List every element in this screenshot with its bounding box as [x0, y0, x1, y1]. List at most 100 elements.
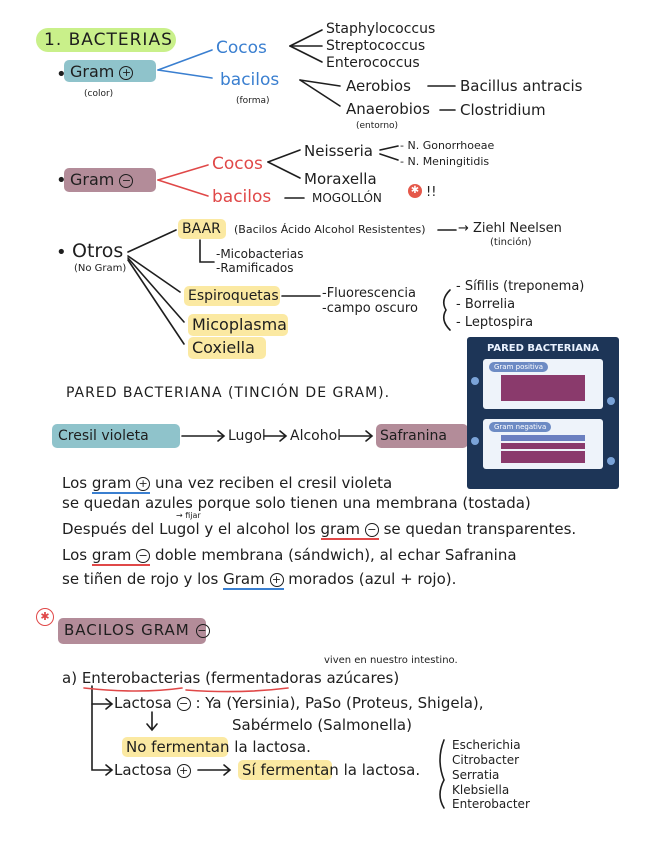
pared-title: PARED BACTERIANA (TINCIÓN DE GRAM). [66, 386, 390, 400]
minus-circle-icon: − [136, 549, 150, 563]
gram-pos-chip: Gram positiva [489, 362, 548, 372]
lactosa-neg: Lactosa [114, 694, 172, 712]
lactosa-neg-list: : Ya (Yersinia), PaSo (Proteus, Shigela)… [195, 694, 483, 712]
clostridium: Clostridium [460, 103, 546, 118]
p4-c: doble membrana (sándwich), al echar Safr… [155, 546, 517, 564]
star-icon: ✱ [408, 184, 422, 198]
lactosa-pos-line: Lactosa + [114, 763, 191, 778]
si-fermentan-line: Sí fermentan la lactosa. [242, 763, 420, 778]
plus-circle-icon: + [136, 477, 150, 491]
campo-oscuro: -campo oscuro [322, 302, 418, 315]
baar: BAAR [182, 222, 221, 236]
staphylococcus: Staphylococcus [326, 22, 435, 36]
enterococcus: Enterococcus [326, 56, 420, 70]
gram-pos-ref: Gram + [223, 570, 283, 590]
mogollon: MOGOLLÓN [312, 192, 382, 204]
gram-neg-label: Gram − [70, 172, 133, 188]
bacilos-title-text: BACILOS GRAM [64, 621, 190, 639]
enterobacterias: Enterobacterias [82, 669, 201, 687]
gram-neg-ref: gram − [92, 546, 150, 566]
gram-pos-ref: gram + [92, 474, 150, 494]
lactose-list-item: Serratia [452, 769, 499, 781]
minus-circle-icon: − [365, 523, 379, 537]
inner-membrane-band [501, 451, 585, 463]
plus-circle-icon: + [270, 573, 284, 587]
p3-d: se quedan transparentes. [384, 520, 577, 538]
p3-a: Después del [62, 520, 154, 538]
p4-gram: gram [92, 546, 132, 564]
plus-circle-icon: + [119, 66, 133, 80]
n-meningitidis: - N. Meningitidis [400, 156, 489, 167]
neisseria: Neisseria [304, 144, 373, 159]
tincion-note: (tinción) [490, 238, 532, 248]
bacterial-wall-figure: PARED BACTERIANA Gram positiva Gram nega… [467, 337, 619, 489]
bullet-gram-pos: • [56, 66, 67, 84]
star-outline-icon: ✱ [36, 608, 54, 626]
lactosa-pos: Lactosa [114, 761, 172, 779]
chain-alcohol: Alcohol [290, 429, 341, 443]
bacilos-title: BACILOS GRAM − [64, 623, 210, 638]
bullet-otros: • [56, 244, 67, 262]
gram-pos-cocos: Cocos [216, 40, 267, 57]
decor-dot [471, 377, 479, 385]
peptidoglycan-band-thin [501, 443, 585, 449]
si-fermentan: Sí fermentan [242, 761, 339, 779]
viven-note: viven en nuestro intestino. [324, 656, 458, 666]
p3-gram: gram [321, 520, 361, 538]
lactose-list-item: Klebsiella [452, 784, 509, 796]
chain-safranina: Safranina [380, 429, 447, 443]
section-title: 1. BACTERIAS [44, 32, 173, 49]
fluorescencia: -Fluorescencia [322, 287, 416, 300]
p4-a: Los [62, 546, 87, 564]
gram-neg-ref: gram − [321, 520, 379, 540]
borrelia: - Borrelia [456, 298, 515, 311]
gram-pos-label: Gram + [70, 64, 133, 80]
minus-circle-icon: − [196, 624, 210, 638]
anaerobios: Anaerobios [346, 102, 430, 117]
para-line-2: se quedan azules porque solo tienen una … [62, 496, 531, 511]
p1-word: Los [62, 474, 87, 492]
chain-lugol: Lugol [228, 429, 266, 443]
lactose-list-item: Citrobacter [452, 754, 519, 766]
p5-gram: Gram [223, 570, 265, 588]
minus-circle-icon: − [177, 697, 191, 711]
n-gonorrhoeae: - N. Gonorrhoeae [400, 140, 494, 151]
entero-desc: (fermentadoras azúcares) [205, 669, 399, 687]
espiroquetas: Espiroquetas [188, 289, 279, 303]
para-line-1: Los gram + una vez reciben el cresil vio… [62, 476, 392, 491]
p3-fijar: → fijar [176, 512, 201, 520]
plus-circle-icon: + [177, 764, 191, 778]
para-line-4: Los gram − doble membrana (sándwich), al… [62, 548, 517, 563]
micoplasma: Micoplasma [192, 317, 287, 333]
gram-neg-panel: Gram negativa [483, 419, 603, 469]
a-prefix: a) [62, 669, 77, 687]
para-line-3: Después del Lugol y el alcohol los gram … [62, 522, 576, 537]
p5-c: morados (azul + rojo). [288, 570, 456, 588]
no-fermentan: No fermentan [126, 738, 230, 756]
sifilis: - Sífilis (treponema) [456, 280, 584, 293]
la-lactosa: la lactosa. [234, 738, 311, 756]
lactose-list-item: Enterobacter [452, 798, 530, 810]
decor-dot [607, 457, 615, 465]
gram-neg-text: Gram [70, 170, 114, 189]
streptococcus: Streptococcus [326, 39, 425, 53]
p1-gram: gram [92, 474, 132, 492]
chain-cresil: Cresil violeta [58, 429, 149, 443]
la-lactosa-2: la lactosa. [344, 761, 421, 779]
gram-neg-chip: Gram negativa [489, 422, 551, 432]
leptospira: - Leptospira [456, 316, 533, 329]
otros-label: Otros [72, 242, 123, 261]
forma-note: (forma) [236, 97, 270, 106]
bacillus-antracis: Bacillus antracis [460, 79, 583, 94]
moraxella: Moraxella [304, 172, 377, 187]
figure-title: PARED BACTERIANA [467, 343, 619, 354]
lactosa-neg-line: Lactosa − : Ya (Yersinia), PaSo (Proteus… [114, 696, 484, 711]
p3-b: Lugol y el alcohol los [159, 520, 316, 538]
sabermelo: Sabérmelo (Salmonella) [232, 718, 412, 733]
micobacterias: -Micobacterias [216, 248, 304, 260]
bullet-gram-neg: • [56, 172, 67, 190]
decor-dot [471, 437, 479, 445]
ziehl-neelsen: → Ziehl Neelsen [458, 222, 562, 235]
p5-a: se tiñen de rojo y los [62, 570, 218, 588]
outer-membrane-band [501, 435, 585, 441]
